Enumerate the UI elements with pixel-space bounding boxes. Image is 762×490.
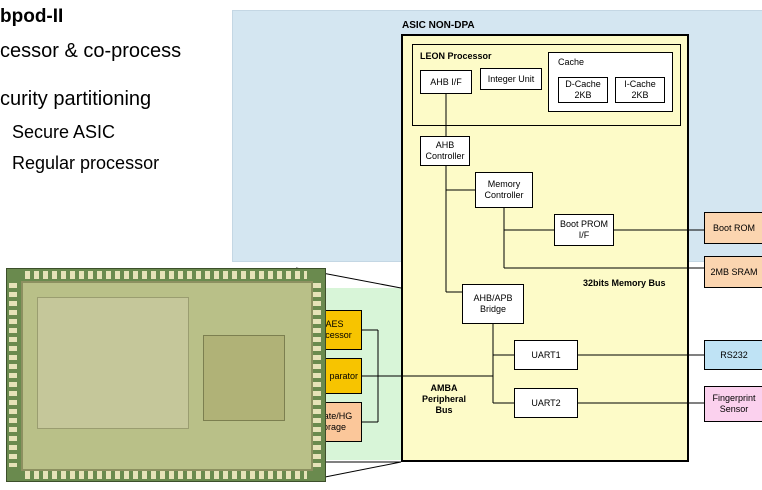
bullet-4: Regular processor	[12, 153, 159, 174]
slide-title: bpod-II	[0, 6, 63, 28]
die-pads-top	[25, 271, 307, 279]
bullet-2: curity partitioning	[0, 88, 151, 111]
die-block-large	[37, 297, 189, 429]
chip-die-photo	[6, 268, 326, 482]
die-block-small	[203, 335, 285, 421]
bullet-3: Secure ASIC	[12, 122, 115, 143]
die-pads-right	[313, 283, 321, 467]
die-pads-bottom	[25, 471, 307, 479]
die-pads-left	[9, 283, 17, 467]
bullet-1: cessor & co-process	[0, 40, 230, 63]
